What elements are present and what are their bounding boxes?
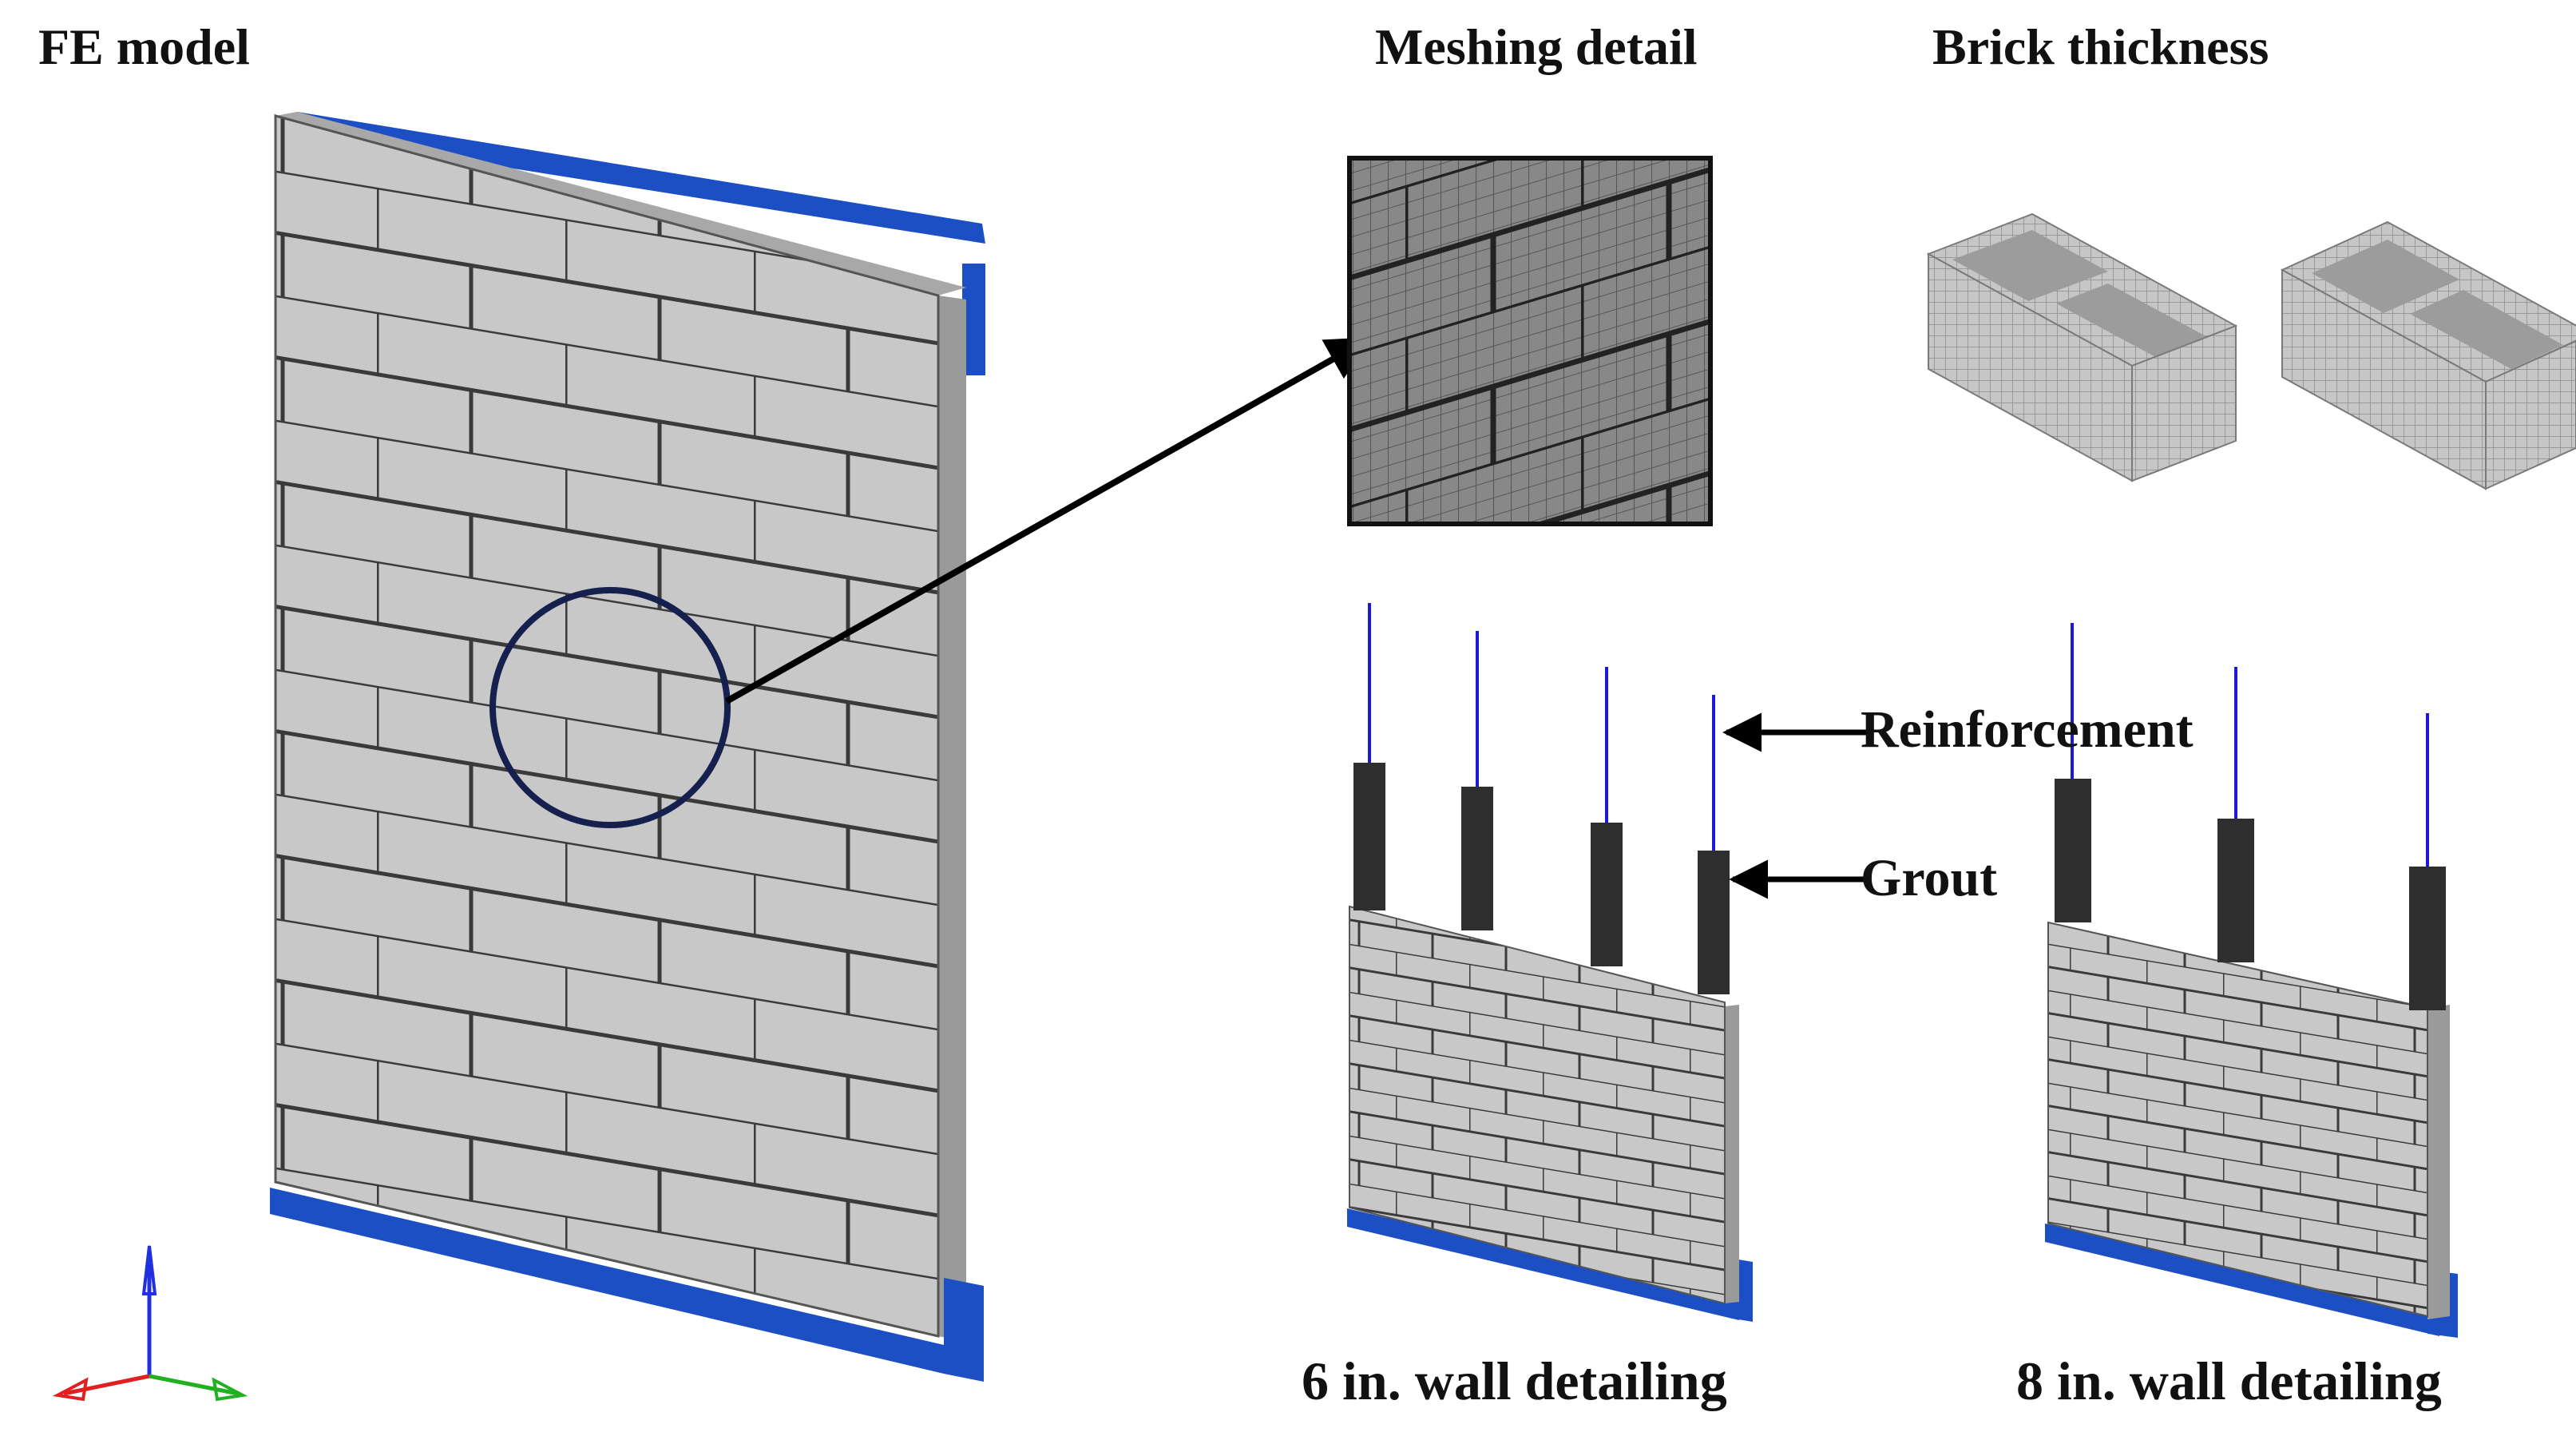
meshing-detail-panel — [1347, 156, 1713, 526]
top-support-beam — [297, 112, 985, 244]
wall-top-face — [275, 112, 966, 296]
bottom-support-end — [944, 1278, 984, 1382]
wall-front-face — [274, 114, 940, 1338]
grout-column — [1353, 763, 1385, 910]
wall-side-face — [938, 296, 966, 1342]
grout-column — [1698, 851, 1730, 994]
wall-6in-caption: 6 in. wall detailing — [1302, 1351, 1727, 1411]
fe-model-heading: FE model — [38, 18, 250, 75]
wall-6in-model — [1347, 603, 1753, 1322]
grout-column — [2217, 819, 2254, 962]
wall-8in-caption: 8 in. wall detailing — [2016, 1351, 2442, 1411]
top-support-flange — [962, 264, 985, 375]
brick-block-8in — [2280, 220, 2576, 490]
brick-thickness-heading: Brick thickness — [1932, 18, 2269, 75]
grout-column — [2055, 779, 2091, 922]
wall-8in-model — [2045, 623, 2458, 1338]
highlight-circle — [489, 587, 731, 828]
brick-block-6in — [1926, 212, 2238, 482]
fe-model-wall — [270, 112, 985, 1382]
axis-triad-icon — [52, 1245, 248, 1402]
grout-column — [1461, 787, 1493, 930]
bottom-support-base — [270, 1188, 944, 1374]
grout-column — [2409, 867, 2446, 1010]
zoom-arrow — [725, 336, 1372, 704]
reinforcement-label: Reinforcement — [1861, 700, 2194, 759]
grout-column — [1591, 823, 1623, 966]
meshing-detail-heading: Meshing detail — [1375, 18, 1698, 75]
grout-label: Grout — [1861, 849, 1998, 907]
